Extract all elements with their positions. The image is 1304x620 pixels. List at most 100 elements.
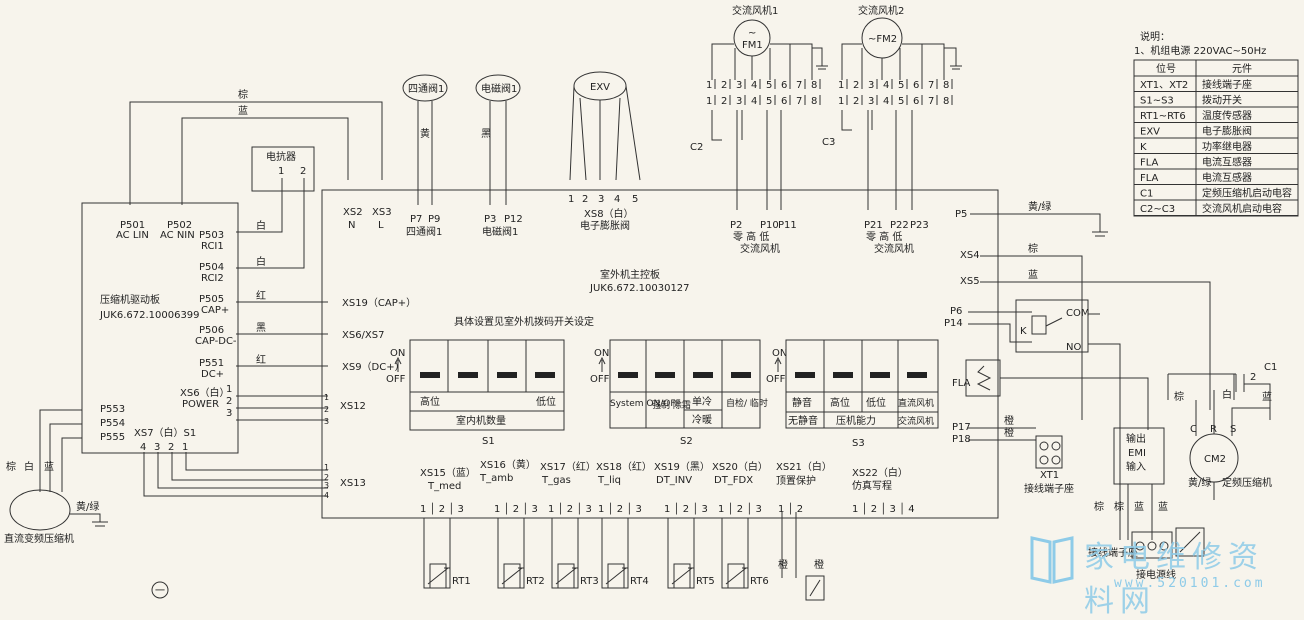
fixed-compressor-label: 定频压缩机 [1222, 476, 1272, 489]
dip-switch-s2: ON OFF System ON/OFF 强制 除霜 单冷 冷暖 自检/ 临时 … [590, 339, 768, 447]
s3-name: S3 [852, 438, 865, 449]
s3-high: 高位 [830, 396, 850, 409]
xs16: XS16（黄） [480, 458, 536, 471]
xs7-pin2: 2 [168, 442, 174, 453]
fan-pin-0-7: 8 [811, 80, 817, 91]
fan2-title: 交流风机2 [858, 4, 904, 17]
legend-id-0: XT1、XT2 [1140, 80, 1188, 91]
xs21-sub: 顶置保护 [776, 474, 816, 487]
fan2-name: 交流风机 [874, 242, 914, 255]
s1-indoor-count: 室内机数量 [456, 414, 506, 427]
emi-blue-1: 蓝 [1134, 501, 1144, 513]
xs13-pin-4: 4 [324, 491, 329, 500]
emi-brown-0: 棕 [1094, 500, 1104, 513]
driver-model: JUK6.672.10006399 [99, 310, 200, 321]
xt1-sub: 接线端子座 [1024, 482, 1074, 495]
s1-high: 高位 [420, 395, 440, 408]
p506-sub: CAP-DC- [195, 336, 237, 347]
power-label: 接电源线 [1136, 568, 1176, 581]
legend-part-2: 温度传感器 [1202, 109, 1252, 122]
relay-k: K [1020, 326, 1027, 337]
xs12-pin-3: 3 [324, 417, 329, 426]
fan-pin-1-0: 1 [706, 96, 712, 107]
p503-sub: RCI1 [201, 241, 224, 252]
fan-pin-3-7: 8 [943, 96, 949, 107]
legend-part-7: 定频压缩机启动电容 [1202, 187, 1292, 200]
legend-id-1: S1~S3 [1140, 96, 1174, 107]
s2-on: ON [594, 348, 609, 359]
legend-part-5: 电流互感器 [1202, 156, 1252, 169]
xs7-pin1: 1 [182, 442, 188, 453]
xs9-dc: XS9（DC+） [342, 361, 405, 373]
xs13: XS13 [340, 478, 366, 489]
wire-red-2: 红 [256, 353, 266, 366]
dip-switch-s1: ON OFF 高位 低位 室内机数量 S1 [386, 339, 565, 447]
xs6-pin3: 3 [226, 408, 232, 419]
xs8: XS8（白） [584, 207, 634, 220]
xs6-driver: XS6（白） [180, 386, 230, 399]
relay-no: NO [1066, 342, 1081, 353]
fourway-wire: 黄 [420, 127, 430, 140]
emi-in: 输入 [1126, 460, 1146, 473]
cm2-yg: 黄/绿 [1188, 476, 1211, 489]
xs19-black-sub: DT_INV [656, 475, 692, 486]
s2-system: System ON/OFF [610, 399, 681, 409]
driver-title: 压缩机驱动板 [100, 293, 160, 306]
p12: P12 [504, 214, 523, 225]
emi-emi: EMI [1128, 448, 1146, 459]
sensor-pins-4: 1 │ 2 │ 3 [664, 502, 708, 515]
wire-black: 黑 [256, 322, 266, 334]
cm2-white: 白 [1222, 388, 1232, 401]
c1-pin: 2 [1250, 372, 1256, 383]
wire-white-1: 白 [256, 219, 266, 232]
thermistor-rt6: RT6 [750, 576, 769, 587]
legend-id-5: FLA [1140, 158, 1159, 169]
reactor-pin1: 1 [278, 166, 284, 177]
p22: P22 [890, 220, 909, 231]
xt2-label: 接线端子座 [1088, 546, 1138, 559]
emi-out: 输出 [1126, 432, 1146, 445]
cm2-c: C [1190, 424, 1197, 435]
legend-title: 说明： [1140, 30, 1170, 43]
s3-silent: 静音 [792, 396, 812, 409]
xt1-label: XT1 [1040, 470, 1059, 481]
fan2-symbol: ~FM2 [868, 34, 897, 45]
main-model: JUK6.672.10030127 [589, 283, 690, 294]
fan-pin-3-0: 1 [838, 96, 844, 107]
fan-pin-2-1: 2 [853, 80, 859, 91]
p502-sub: AC NIN [160, 230, 195, 241]
p503: P503 [199, 230, 224, 241]
overheat-protector: 橙 橙 1 │ 2 [778, 502, 825, 601]
legend-part-0: 接线端子座 [1202, 78, 1252, 91]
cm2-s: S [1230, 424, 1236, 435]
fan-pin-0-1: 2 [721, 80, 727, 91]
p17: P17 [952, 422, 971, 433]
fan-pin-1-4: 5 [766, 96, 772, 107]
fan2-speeds: 零 高 低 [866, 230, 902, 243]
xs8-pin-2: 2 [582, 194, 588, 205]
watermark-text: 家电维修资料网 [1084, 540, 1264, 619]
main-control-board: XS2 N XS3 L P7 P9 四通阀1 P3 P12 电磁阀1 XS8（白… [321, 189, 999, 519]
wire-red-1: 红 [256, 289, 266, 302]
sensor-pins-2: 1 │ 2 │ 3 [548, 502, 592, 515]
p553: P553 [100, 404, 125, 415]
fan-pin-3-6: 7 [928, 96, 934, 107]
fan-pin-3-1: 2 [853, 96, 859, 107]
xs7-pin3: 3 [154, 442, 160, 453]
s3-dc-fan: 直流风机 [898, 397, 934, 409]
exv-label: EXV [590, 82, 610, 93]
s1-low: 低位 [536, 395, 556, 408]
fan-pin-0-4: 5 [766, 80, 772, 91]
xs8-pin-4: 4 [614, 194, 620, 205]
p555: P555 [100, 432, 125, 443]
legend-header-id: 位号 [1156, 62, 1176, 75]
s3-capacity: 压机能力 [836, 414, 876, 427]
xs8-pin-1: 1 [568, 194, 574, 205]
fan-pin-3-4: 5 [898, 96, 904, 107]
xs13-pin-3: 3 [324, 481, 329, 490]
xs2-sub: N [348, 220, 355, 231]
xs18: XS18（红） [596, 460, 652, 473]
p501: P501 [120, 220, 145, 231]
